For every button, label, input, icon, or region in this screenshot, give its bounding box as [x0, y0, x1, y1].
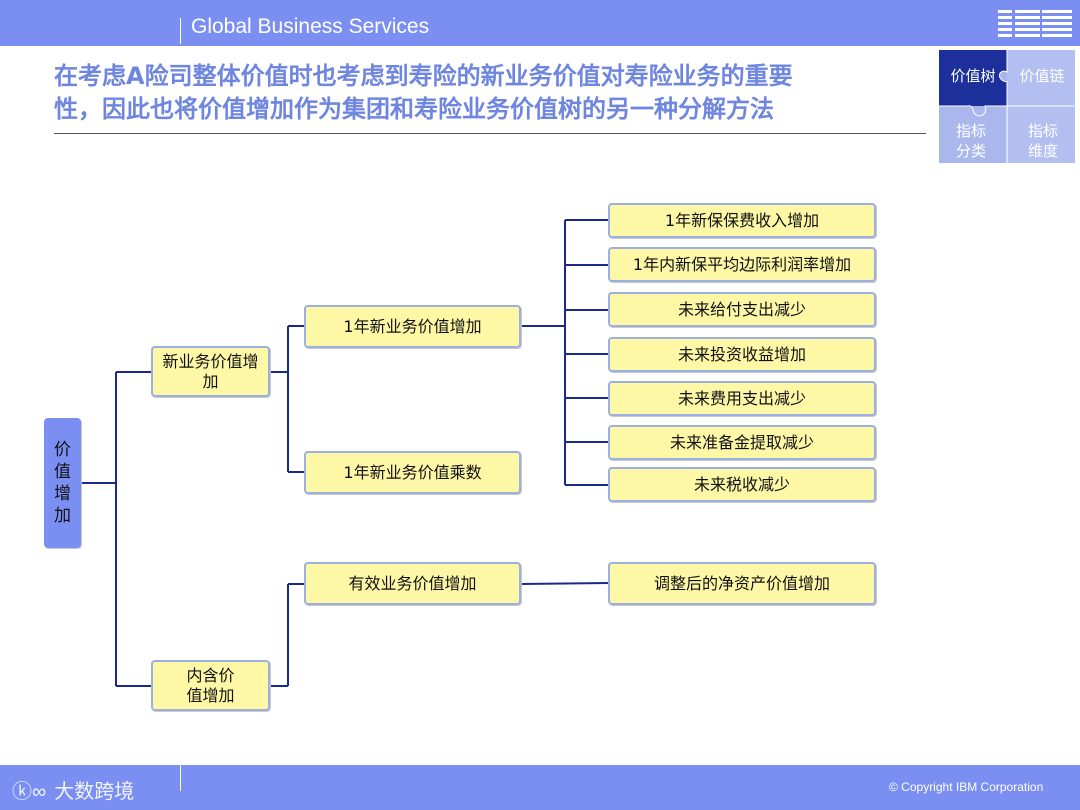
title-line-1: 在考虑A险司整体价值时也考虑到寿险的新业务价值对寿险业务的重要 [54, 62, 793, 90]
node-item: 未来投资收益增加 [608, 337, 876, 372]
puzzle-indicator-category: 指标分类 [955, 122, 986, 160]
node-item: 未来税收减少 [608, 467, 876, 502]
node-item: 未来给付支出减少 [608, 292, 876, 327]
node-embedded-value-increase: 内含价值增加 [151, 660, 270, 711]
puzzle-value-chain: 价值链 [1019, 67, 1065, 85]
node-1yr-nb-value-multiplier: 1年新业务价值乘数 [304, 451, 521, 494]
node-new-business-value-increase: 新业务价值增加 [151, 346, 270, 397]
node-item: 未来费用支出减少 [608, 381, 876, 416]
node-item: 未来准备金提取减少 [608, 425, 876, 460]
title-rule [54, 133, 926, 134]
node-inforce-value-increase: 有效业务价值增加 [304, 562, 521, 605]
brand-name: Global Business Services [191, 15, 430, 38]
page-title: 在考虑A险司整体价值时也考虑到寿险的新业务价值对寿险业务的重要 性，因此也将价值… [54, 60, 914, 126]
root-node-value-increase: 价 值 增 加 [44, 418, 81, 548]
root-char: 增 [54, 484, 71, 504]
header-divider [180, 18, 181, 44]
root-char: 加 [54, 506, 71, 526]
puzzle-indicator-dimension: 指标维度 [1027, 122, 1058, 160]
root-char: 值 [54, 462, 71, 482]
title-line-2: 性，因此也将价值增加作为集团和寿险业务价值树的另一种分解方法 [54, 95, 774, 123]
header-bar: Global Business Services [0, 0, 1080, 46]
watermark-text: 大数跨境 [54, 779, 135, 803]
watermark-logo-icon: ⓚ∞ [12, 781, 47, 803]
copyright: © Copyright IBM Corporation [889, 780, 1044, 794]
root-char: 价 [54, 440, 71, 460]
node-1yr-nb-value-increase: 1年新业务价值增加 [304, 305, 521, 348]
node-item: 1年内新保平均边际利润率增加 [608, 247, 876, 282]
footer-divider [180, 765, 181, 791]
footer-bar: ⓚ∞ 大数跨境 © Copyright IBM Corporation [0, 765, 1080, 810]
puzzle-value-tree: 价值树 [950, 67, 996, 85]
puzzle-navigator: 价值树 价值链 指标分类 指标维度 [939, 50, 1075, 163]
node-adjusted-net-asset-value-increase: 调整后的净资产价值增加 [608, 562, 876, 605]
watermark: ⓚ∞ 大数跨境 [12, 775, 134, 804]
ibm-logo [998, 8, 1072, 38]
node-item: 1年新保保费收入增加 [608, 203, 876, 238]
